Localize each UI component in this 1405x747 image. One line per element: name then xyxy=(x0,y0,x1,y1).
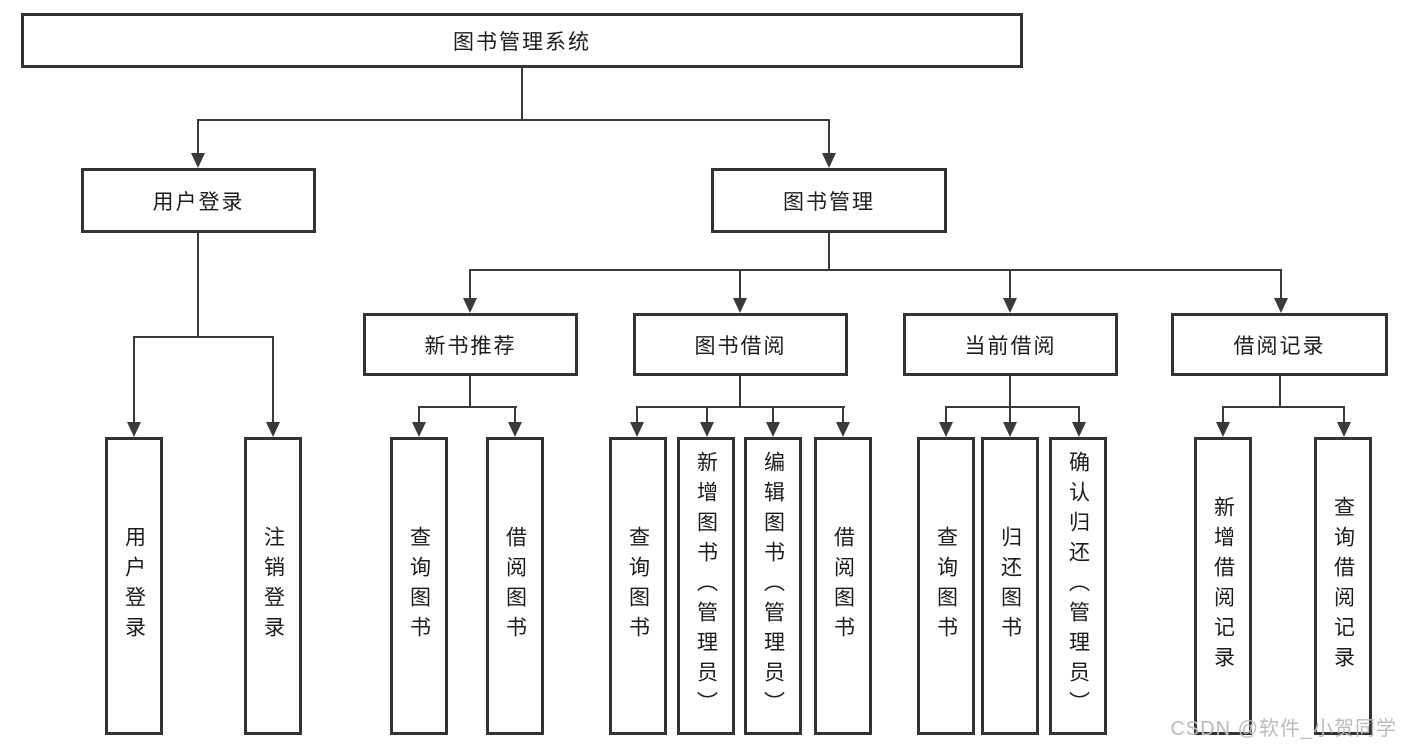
leaf-user-login: 用户登录 xyxy=(105,437,163,735)
leaf-borrow-books-recommend-label: 借阅图书 xyxy=(503,526,527,646)
leaf-confirm-return-admin: 确认归还（管理员） xyxy=(1049,437,1107,735)
leaf-edit-books-admin-label: 编辑图书（管理员） xyxy=(761,451,785,721)
down-arrowhead-icon xyxy=(733,298,747,313)
leaf-query-borrow-record-label: 查询借阅记录 xyxy=(1331,496,1355,676)
leaf-logout-login-label: 注销登录 xyxy=(261,526,285,646)
node-user-login-label: 用户登录 xyxy=(152,190,245,214)
leaf-confirm-return-admin-label: 确认归还（管理员） xyxy=(1066,451,1090,721)
connector-drop-book-borrowing xyxy=(739,269,741,298)
connector-drop-current-borrowing xyxy=(1009,269,1011,298)
connector-drop xyxy=(945,406,947,422)
connector-drop-user-login xyxy=(197,119,199,155)
node-book-management: 图书管理 xyxy=(711,168,947,233)
down-arrowhead-icon xyxy=(463,298,477,313)
connector-drop xyxy=(706,406,708,422)
down-arrowhead-icon xyxy=(508,422,522,437)
leaf-borrow-books-recommend: 借阅图书 xyxy=(486,437,544,735)
connector-drop xyxy=(636,406,638,422)
connector-root-stem xyxy=(521,68,523,120)
leaf-query-books-recommend-label: 查询图书 xyxy=(407,526,431,646)
leaf-borrow-books-borrow-label: 借阅图书 xyxy=(831,526,855,646)
leaf-query-books-recommend: 查询图书 xyxy=(390,437,448,735)
node-borrowing-records: 借阅记录 xyxy=(1171,313,1388,376)
node-current-borrowing-label: 当前借阅 xyxy=(964,334,1057,358)
down-arrowhead-icon xyxy=(822,153,836,168)
down-arrowhead-icon xyxy=(1216,422,1230,437)
leaf-borrow-books-borrow: 借阅图书 xyxy=(814,437,872,735)
connector-drop-leaf-logout xyxy=(272,336,274,422)
leaf-user-login-label: 用户登录 xyxy=(122,526,146,646)
leaf-add-borrow-record-label: 新增借阅记录 xyxy=(1211,496,1235,676)
leaf-add-books-admin-label: 新增图书（管理员） xyxy=(694,451,718,721)
connector-drop xyxy=(514,406,516,422)
down-arrowhead-icon xyxy=(412,422,426,437)
connector-drop-new-book xyxy=(469,269,471,298)
connector-book-management-rail xyxy=(469,269,1282,271)
connector-new-book-rail xyxy=(418,406,517,408)
leaf-query-books-current-label: 查询图书 xyxy=(934,526,958,646)
down-arrowhead-icon xyxy=(1337,422,1351,437)
down-arrowhead-icon xyxy=(1003,298,1017,313)
node-borrowing-records-label: 借阅记录 xyxy=(1233,334,1326,358)
leaf-return-books-label: 归还图书 xyxy=(998,526,1022,646)
connector-drop xyxy=(1222,406,1224,422)
down-arrowhead-icon xyxy=(700,422,714,437)
leaf-query-books-borrow: 查询图书 xyxy=(609,437,667,735)
leaf-add-books-admin: 新增图书（管理员） xyxy=(677,437,735,735)
connector-borrowing-records-rail xyxy=(1222,406,1345,408)
watermark: CSDN @软件_小贺同学 xyxy=(1170,718,1397,740)
down-arrowhead-icon xyxy=(127,422,141,437)
connector-drop xyxy=(1078,406,1080,422)
leaf-logout-login: 注销登录 xyxy=(244,437,302,735)
node-current-borrowing: 当前借阅 xyxy=(903,313,1118,376)
node-new-book-recommendation: 新书推荐 xyxy=(363,313,578,376)
node-new-book-recommendation-label: 新书推荐 xyxy=(424,334,517,358)
connector-drop-book-management xyxy=(828,119,830,155)
connector-current-borrowing-stem xyxy=(1009,376,1011,408)
connector-drop xyxy=(1343,406,1345,422)
connector-drop xyxy=(418,406,420,422)
connector-drop-borrowing-records xyxy=(1280,269,1282,298)
connector-drop xyxy=(842,406,844,422)
node-user-login: 用户登录 xyxy=(81,168,316,233)
down-arrowhead-icon xyxy=(1003,422,1017,437)
leaf-return-books: 归还图书 xyxy=(981,437,1039,735)
connector-new-book-stem xyxy=(469,376,471,408)
connector-user-login-stem xyxy=(197,233,199,338)
connector-drop-leaf-user-login xyxy=(133,336,135,422)
connector-book-management-stem xyxy=(828,233,830,271)
leaf-query-books-current: 查询图书 xyxy=(917,437,975,735)
down-arrowhead-icon xyxy=(266,422,280,437)
connector-root-rail xyxy=(197,119,830,121)
node-book-borrowing: 图书借阅 xyxy=(633,313,848,376)
connector-drop xyxy=(772,406,774,422)
connector-current-borrowing-rail xyxy=(945,406,1080,408)
connector-book-borrowing-stem xyxy=(739,376,741,408)
down-arrowhead-icon xyxy=(766,422,780,437)
node-book-management-label: 图书管理 xyxy=(783,190,875,214)
down-arrowhead-icon xyxy=(939,422,953,437)
down-arrowhead-icon xyxy=(1072,422,1086,437)
connector-book-borrowing-rail xyxy=(636,406,845,408)
down-arrowhead-icon xyxy=(191,153,205,168)
down-arrowhead-icon xyxy=(1274,298,1288,313)
connector-user-login-rail xyxy=(133,336,274,338)
connector-borrowing-records-stem xyxy=(1279,376,1281,408)
down-arrowhead-icon xyxy=(836,422,850,437)
down-arrowhead-icon xyxy=(630,422,644,437)
leaf-query-books-borrow-label: 查询图书 xyxy=(626,526,650,646)
connector-drop xyxy=(1009,406,1011,422)
node-library-system: 图书管理系统 xyxy=(21,13,1023,68)
leaf-add-borrow-record: 新增借阅记录 xyxy=(1194,437,1252,735)
leaf-edit-books-admin: 编辑图书（管理员） xyxy=(744,437,802,735)
node-library-system-label: 图书管理系统 xyxy=(453,30,591,54)
node-book-borrowing-label: 图书借阅 xyxy=(694,334,787,358)
leaf-query-borrow-record: 查询借阅记录 xyxy=(1314,437,1372,735)
